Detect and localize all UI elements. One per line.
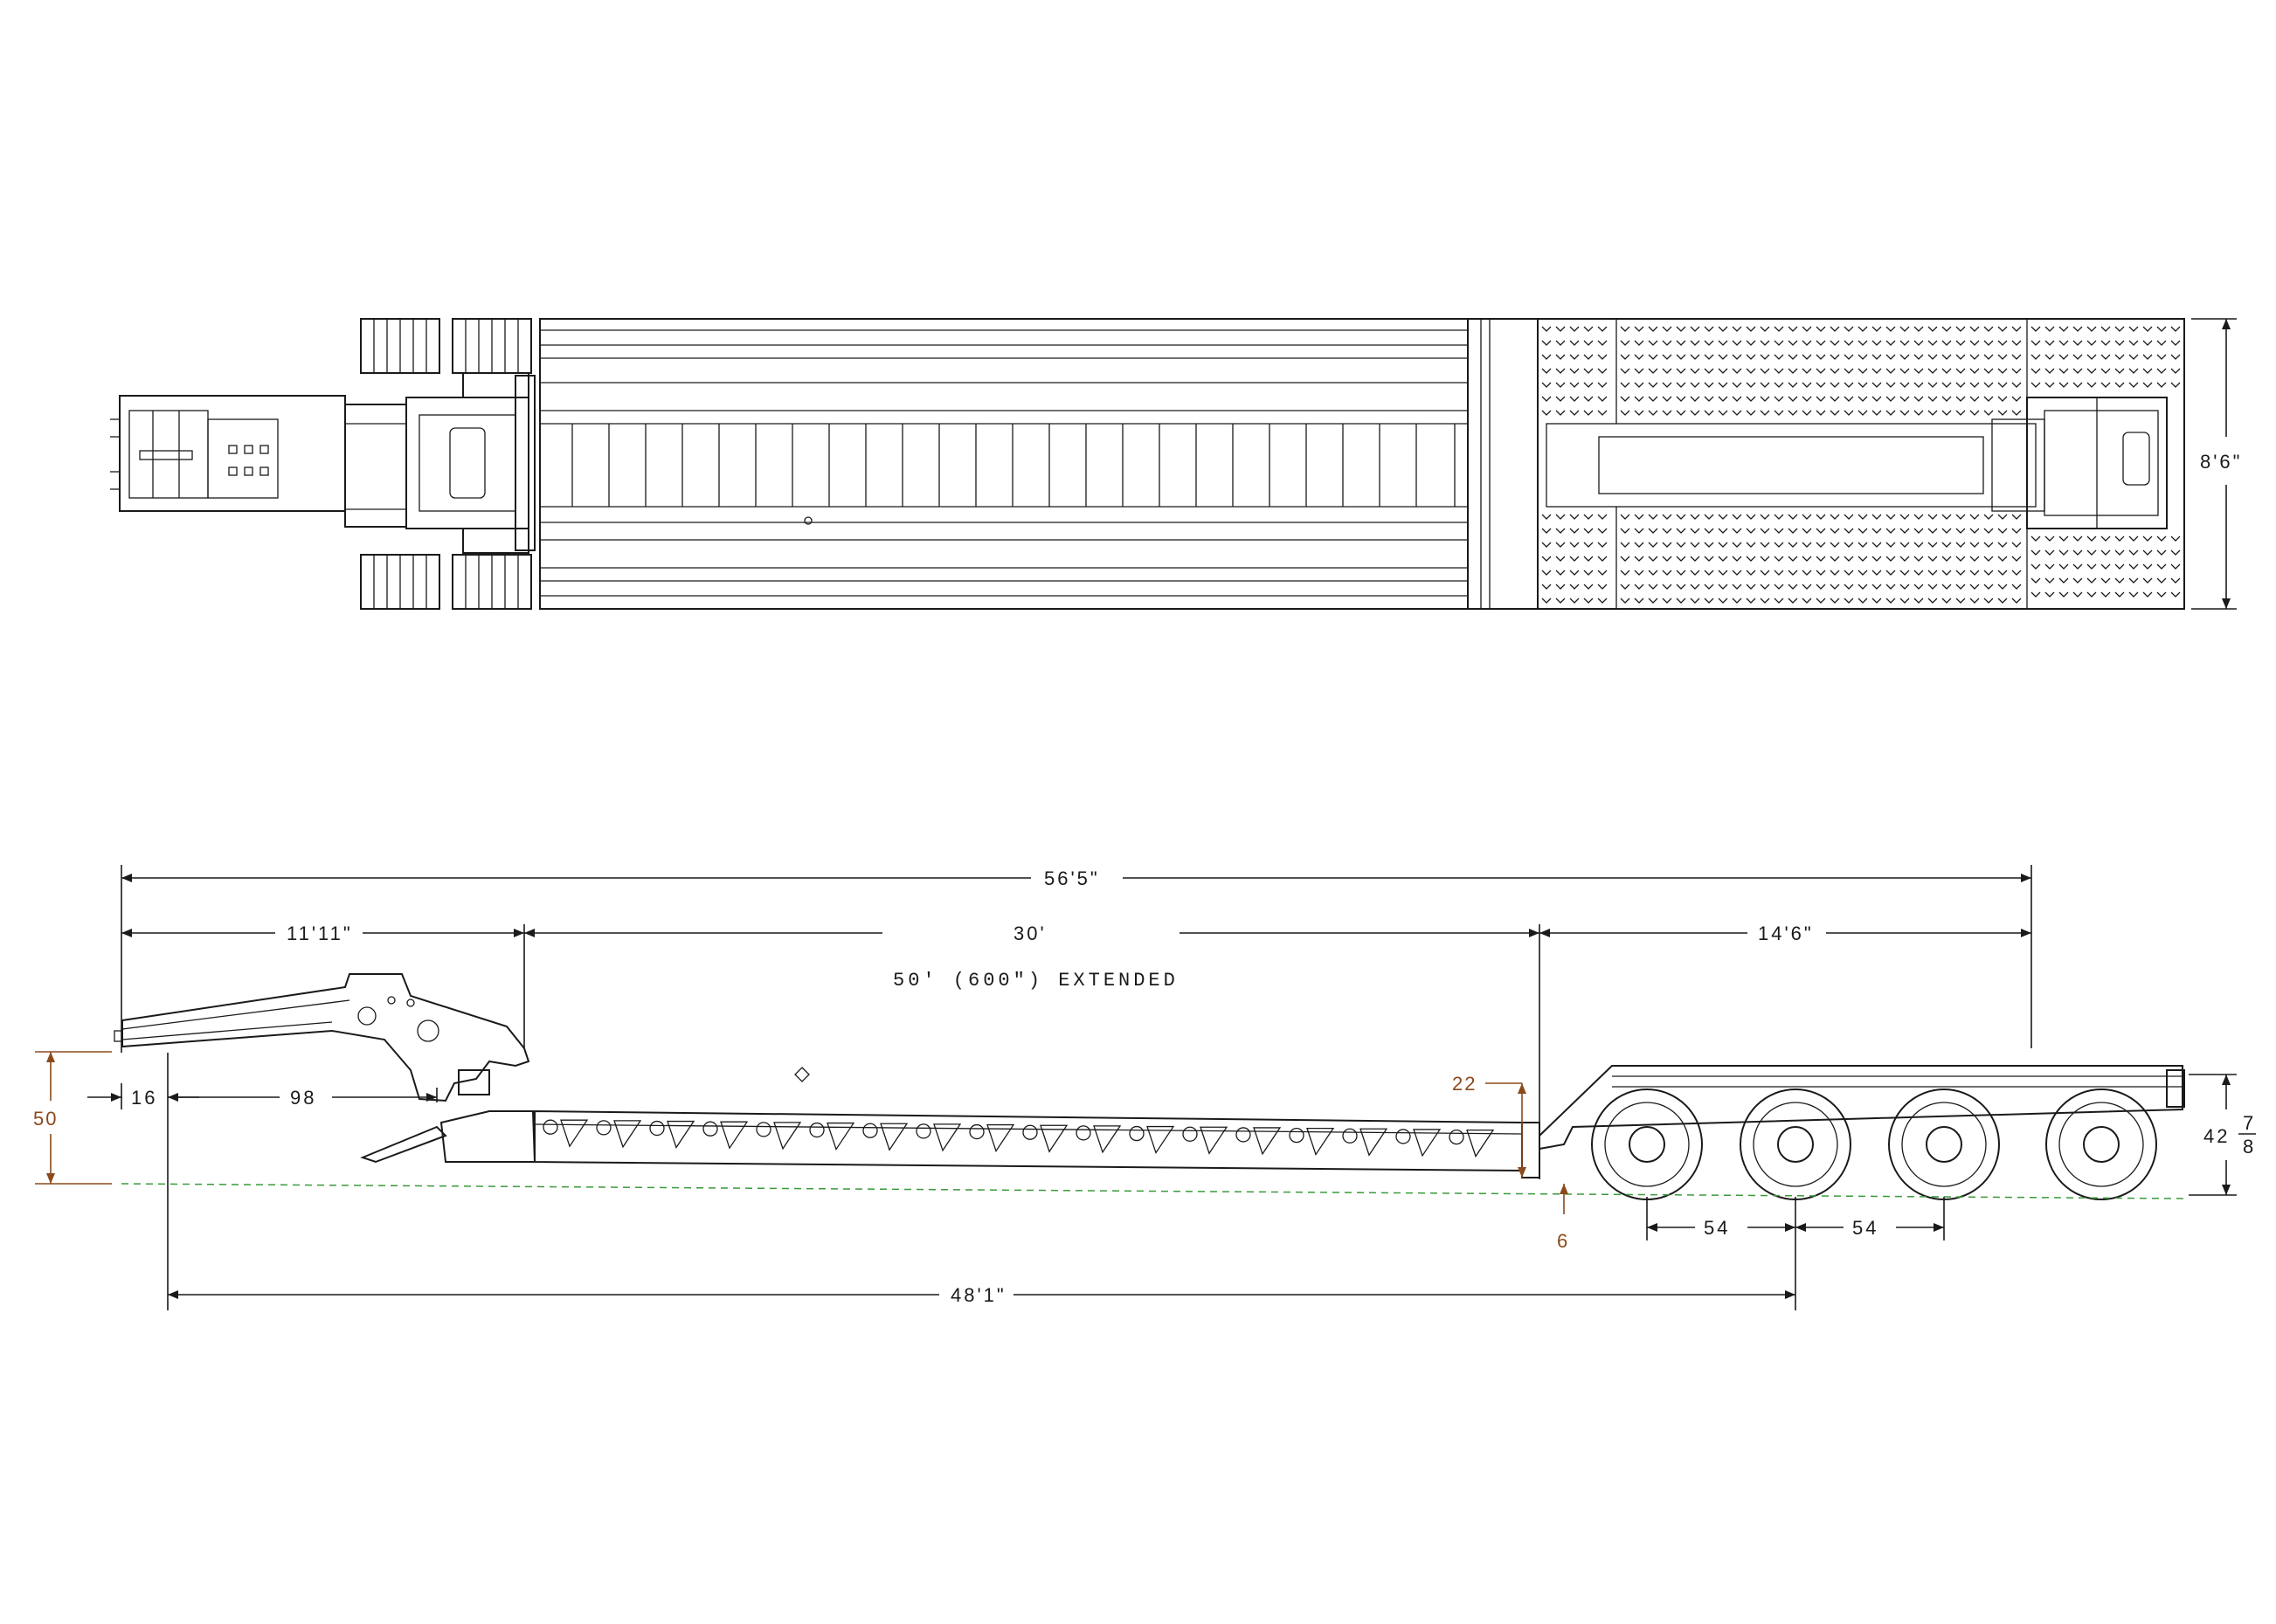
main-deck-side — [534, 1109, 1523, 1172]
extended-length-note: 50' (600") EXTENDED — [893, 970, 1179, 992]
rear-deck-top — [1537, 318, 2185, 610]
front-tires-top — [360, 318, 532, 610]
kingpin-offset-dimension: 16 — [131, 1087, 157, 1109]
width-dimension: 8'6" — [2200, 451, 2242, 473]
ground-clearance-dimension: 6 — [1557, 1230, 1569, 1252]
ground-line — [121, 1183, 2185, 1199]
gooseneck-height-dimension: 50 — [33, 1108, 58, 1130]
side-view: 56'5" 11'11" 30' 14'6" 50' (600") EXTEND… — [33, 865, 2256, 1310]
top-view: 8'6" — [110, 318, 2242, 610]
rear-height-numerator: 7 — [2243, 1112, 2256, 1134]
deck-height-dimension: 22 — [1452, 1073, 1477, 1095]
rear-height-denominator: 8 — [2243, 1136, 2256, 1158]
axle-spacing-2-dimension: 54 — [1852, 1217, 1878, 1239]
gooseneck-span-dimension: 98 — [290, 1087, 316, 1109]
kingpin-to-axle-dimension: 48'1" — [951, 1284, 1007, 1306]
rear-length-dimension: 14'6" — [1758, 923, 1814, 944]
overall-length-dimension: 56'5" — [1044, 867, 1100, 889]
deck-length-dimension: 30' — [1013, 923, 1047, 944]
axle-spacing-1-dimension: 54 — [1704, 1217, 1730, 1239]
gooseneck-side — [121, 973, 530, 1102]
main-deck-top — [539, 318, 1469, 610]
axle-wheels — [1591, 1088, 2157, 1200]
rear-height-whole: 42 — [2203, 1125, 2230, 1147]
gooseneck-length-dimension: 11'11" — [287, 923, 353, 944]
